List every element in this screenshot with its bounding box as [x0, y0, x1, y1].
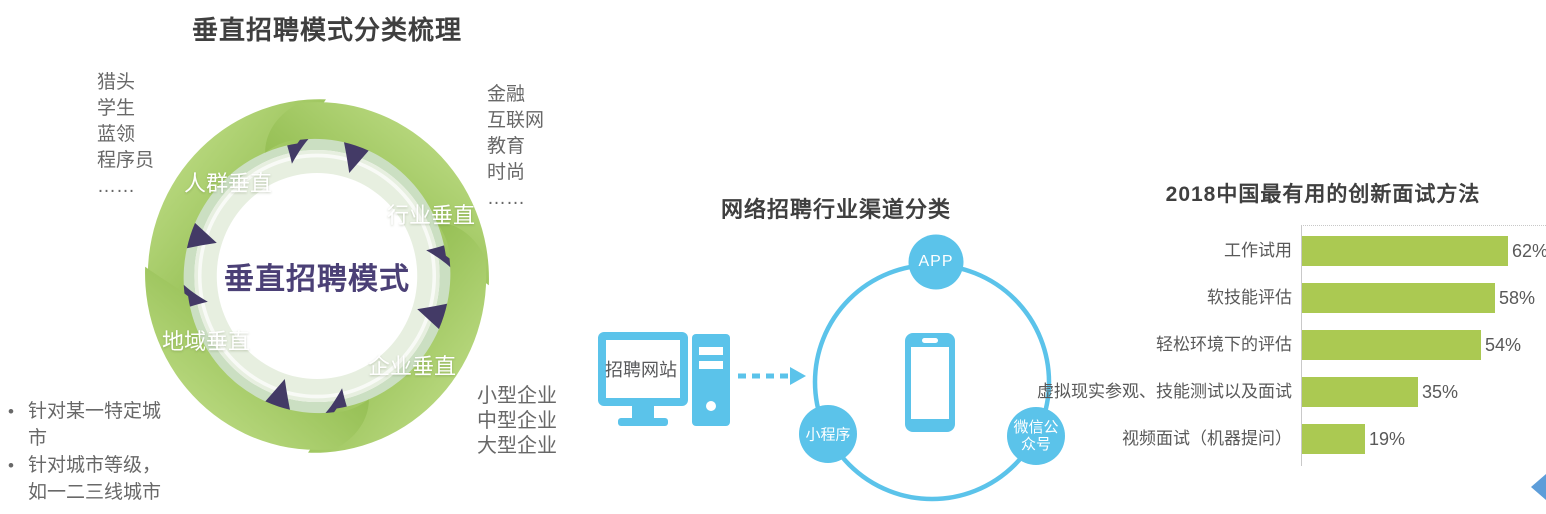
crowd-examples-list: 猎头 学生 蓝领 程序员 ……	[97, 72, 155, 197]
bar-value-label: 62%	[1512, 241, 1546, 261]
bar	[1302, 377, 1418, 407]
industry-examples-list: 金融 互联网 教育 时尚 ……	[487, 84, 545, 209]
bar-value-label: 35%	[1422, 382, 1459, 402]
miniprogram-channel-circle	[799, 405, 857, 463]
bar-category-label: 虚拟现实参观、技能测试以及面试	[1037, 382, 1292, 401]
bar	[1302, 283, 1495, 313]
bar-value-label: 54%	[1485, 335, 1522, 355]
bar-value-label: 58%	[1499, 288, 1536, 308]
chart-y-axis	[1301, 226, 1302, 466]
pinwheel-center-label: 垂直招聘模式	[224, 263, 410, 296]
company-examples-list: 小型企业 中型企业 大型企业	[477, 385, 557, 457]
bar-value-label: 19%	[1369, 429, 1406, 449]
app-channel-circle	[908, 234, 964, 290]
bullet-icon: •	[8, 402, 14, 421]
chart-row: 虚拟现实参观、技能测试以及面试 35%	[1037, 377, 1546, 407]
channel-ring-diagram	[799, 234, 1065, 502]
bullet-icon: •	[8, 456, 14, 475]
bar-category-label: 软技能评估	[1207, 288, 1292, 307]
left-panel-title: 垂直招聘模式分类梳理	[191, 15, 463, 45]
pinwheel-diagram-icon	[145, 99, 489, 453]
bar	[1302, 424, 1365, 454]
segment-label-crowd: 人群垂直	[183, 171, 273, 196]
chart-title: 2018中国最有用的创新面试方法	[1165, 183, 1481, 206]
center-disc	[216, 172, 418, 380]
segment-label-industry: 行业垂直	[386, 203, 476, 228]
chart-row: 视频面试（机器提问） 19%	[1100, 424, 1546, 454]
bar-category-label: 轻松环境下的评估	[1156, 335, 1292, 354]
middle-panel-title: 网络招聘行业渠道分类	[720, 197, 952, 222]
bar-category-label: 工作试用	[1224, 241, 1292, 260]
interview-methods-bar-chart: 2018中国最有用的创新面试方法 工作试用 62% 软技能评估 58% 轻松环境下的评估…	[1037, 170, 1546, 492]
bar-category-label: 视频面试（机器提问）	[1122, 429, 1292, 448]
chart-row: 软技能评估 58%	[1100, 283, 1546, 313]
channel-label-miniprogram: 小程序	[805, 426, 851, 444]
prev-slide-arrow-icon[interactable]	[1531, 474, 1546, 500]
bar	[1302, 236, 1508, 266]
dashed-arrow-icon	[738, 367, 806, 385]
chart-row: 工作试用 62%	[1100, 236, 1546, 266]
segment-label-region: 地域垂直	[161, 329, 251, 354]
chart-row: 轻松环境下的评估 54%	[1100, 330, 1546, 360]
green-blades	[145, 99, 489, 453]
channel-label-app: APP	[918, 253, 954, 270]
monitor-screen-label: 招聘网站	[605, 360, 677, 380]
ring-inner	[194, 149, 440, 403]
segment-label-company: 企业垂直	[367, 354, 457, 379]
channel-label-wechat: 微信公众号	[1013, 419, 1059, 453]
bar	[1302, 330, 1481, 360]
region-bullet-list: • 针对某一特定城市 • 针对城市等级，如一二三线城市	[8, 398, 178, 506]
wechat-channel-circle	[1007, 407, 1065, 465]
tower-icon	[692, 334, 730, 426]
chart-top-gridline	[1301, 225, 1546, 226]
list-item: • 针对城市等级，如一二三线城市	[8, 452, 178, 506]
recruitment-website-computer-icon	[598, 332, 806, 426]
list-item: • 针对某一特定城市	[8, 398, 178, 452]
